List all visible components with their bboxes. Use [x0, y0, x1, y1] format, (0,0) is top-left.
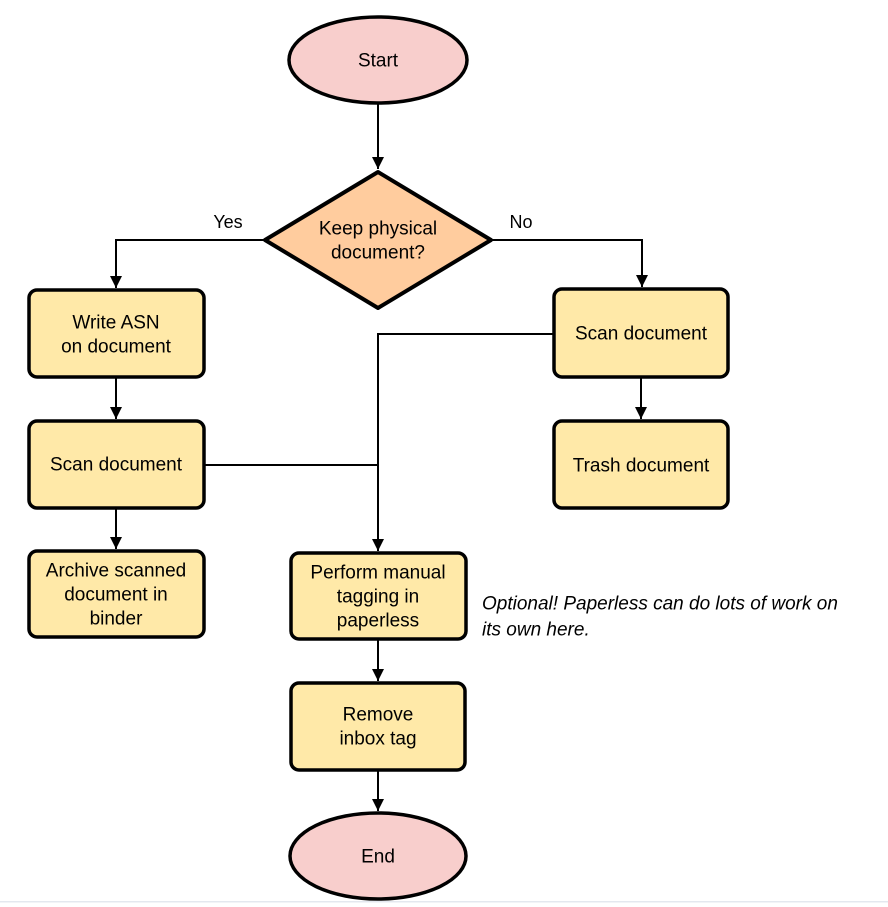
decision-label-line1: Keep physical: [319, 219, 437, 240]
trash-label: Trash document: [573, 456, 710, 477]
start-terminal-shape: [287, 15, 469, 105]
decision-shape: [263, 170, 493, 310]
scan-left-shape: [27, 419, 206, 510]
scan-right-label: Scan document: [575, 324, 708, 345]
node-trash: Trash document: [552, 419, 730, 510]
yes-edge-label: Yes: [213, 212, 242, 232]
remove-inbox-label-line1: Remove: [343, 705, 414, 726]
edge-decision-no: [490, 239, 648, 287]
decision-label-line2: document?: [331, 243, 425, 264]
end-label: End: [361, 847, 395, 868]
node-archive: Archive scanned document in binder: [27, 549, 206, 639]
scan-left-label: Scan document: [50, 455, 183, 476]
node-decision: Keep physical document?: [263, 170, 493, 310]
trash-shape: [552, 419, 730, 510]
tagging-label-line3: paperless: [337, 611, 419, 632]
scan-right-shape: [552, 287, 730, 379]
archive-label-line2: document in: [64, 585, 168, 606]
node-tagging: Perform manual tagging in paperless: [289, 551, 468, 641]
node-write-asn: Write ASN on document: [27, 288, 206, 379]
tagging-shape: [289, 551, 468, 641]
node-scan-left: Scan document: [27, 419, 206, 510]
start-label: Start: [358, 51, 399, 72]
node-remove-inbox: Remove inbox tag: [289, 681, 467, 772]
node-start: Start: [287, 15, 469, 105]
archive-label-line1: Archive scanned: [46, 561, 186, 582]
annotation-line1: Optional! Paperless can do lots of work …: [482, 594, 838, 615]
edge-decision-yes: [110, 239, 265, 288]
write-asn-shape: [27, 288, 206, 379]
write-asn-label-line1: Write ASN: [72, 313, 159, 334]
annotation: Optional! Paperless can do lots of work …: [482, 594, 838, 641]
no-edge-label: No: [509, 212, 532, 232]
remove-inbox-shape: [289, 681, 467, 772]
bottom-border-line: [0, 901, 888, 903]
node-scan-right: Scan document: [552, 287, 730, 379]
write-asn-label-line2: on document: [61, 337, 172, 358]
archive-shape: [27, 549, 206, 639]
archive-label-line3: binder: [90, 609, 143, 630]
tagging-label-line1: Perform manual: [310, 563, 445, 584]
edge-scanright-to-tagging: [372, 333, 554, 551]
tagging-label-line2: tagging in: [337, 587, 419, 608]
end-terminal-shape: [288, 811, 468, 901]
annotation-line2: its own here.: [482, 620, 590, 641]
node-end: End: [288, 811, 468, 901]
remove-inbox-label-line2: inbox tag: [339, 729, 416, 750]
